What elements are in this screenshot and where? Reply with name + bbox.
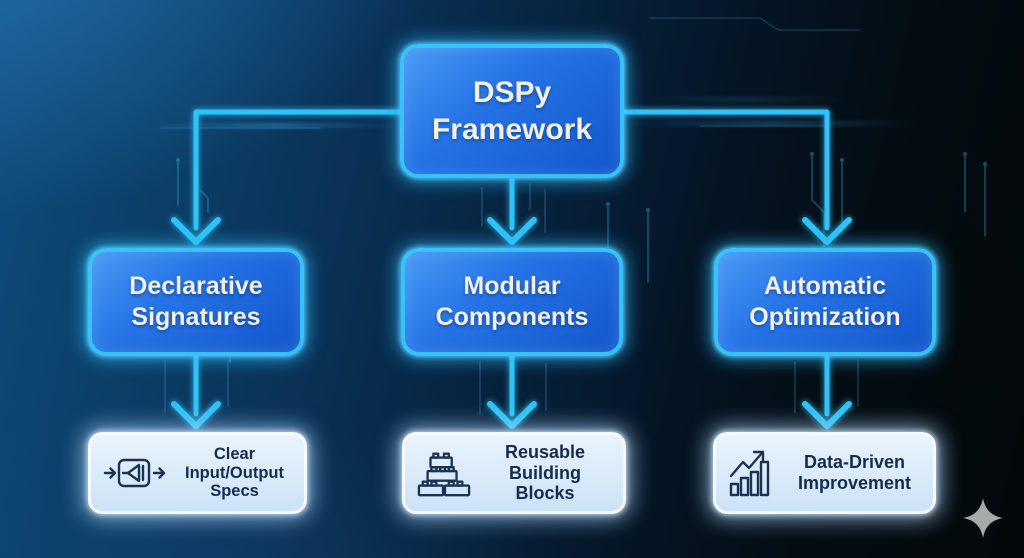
node-clear-input-output-specs: Clear Input/Output Specs	[88, 432, 307, 514]
light-rays	[164, 183, 859, 415]
input-output-flow-icon	[103, 453, 169, 493]
arrowhead-down	[802, 401, 852, 429]
node-label: Reusable Building Blocks	[504, 441, 586, 504]
node-label: DSPy Framework	[431, 75, 593, 147]
arrowhead-down	[487, 401, 537, 429]
node-dspy-framework: DSPy Framework	[400, 44, 624, 178]
node-data-driven-improvement: Data-Driven Improvement	[713, 432, 936, 514]
light-streak	[620, 122, 920, 125]
growth-chart-icon	[728, 448, 780, 498]
light-streak	[640, 98, 850, 101]
node-label: Automatic Optimization	[749, 271, 901, 331]
connector-root-to-right	[619, 109, 830, 231]
light-streak	[150, 124, 400, 127]
node-modular-components: Modular Components	[401, 248, 623, 356]
arrowhead-down	[171, 217, 221, 245]
node-label: Declarative Signatures	[129, 271, 263, 331]
connectors	[171, 109, 852, 429]
node-declarative-signatures: Declarative Signatures	[88, 248, 304, 356]
arrowhead-down	[487, 217, 537, 245]
connector-root-to-left	[193, 109, 405, 231]
sparkle-icon	[963, 498, 1003, 538]
node-label: Clear Input/Output Specs	[185, 444, 284, 501]
arrowhead-down	[171, 401, 221, 429]
node-automatic-optimization: Automatic Optimization	[714, 248, 936, 356]
node-label: Modular Components	[435, 271, 589, 331]
arrowhead-down	[802, 217, 852, 245]
node-label: Data-Driven Improvement	[797, 452, 912, 493]
building-blocks-icon	[417, 448, 471, 498]
node-reusable-building-blocks: Reusable Building Blocks	[402, 432, 626, 514]
